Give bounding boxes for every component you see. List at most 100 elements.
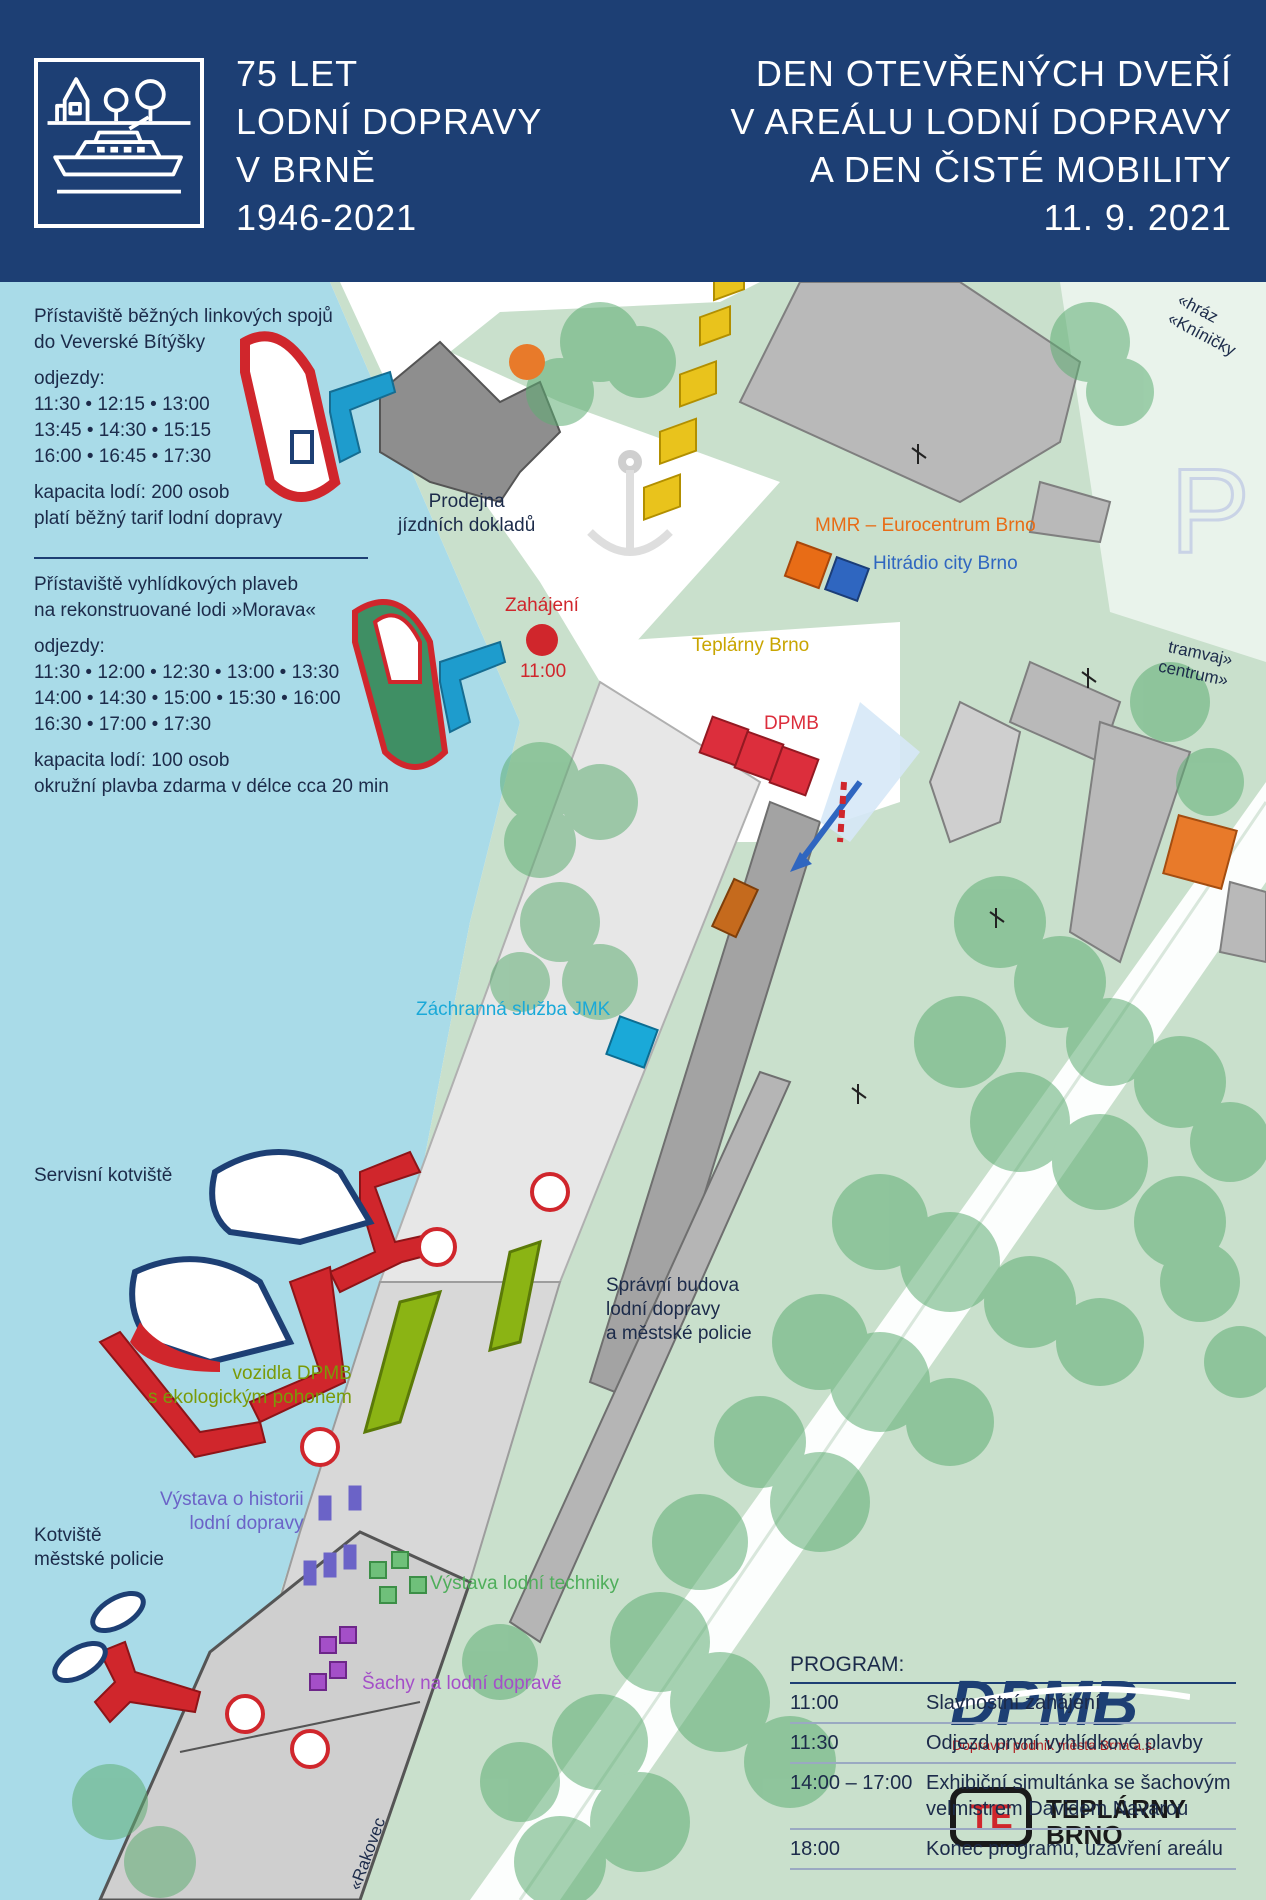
program-time: 14:00 – 17:00 (790, 1772, 913, 1794)
opening-time: 11:00 (520, 661, 567, 682)
departure-times: 16:30 • 17:00 • 17:30 (34, 714, 212, 735)
ship-town-icon (47, 77, 191, 194)
dpmb-label: DPMB (764, 713, 819, 734)
service-boats (129, 1149, 375, 1372)
teplarny-logo-name: TEPLÁRNY BRNO (1046, 1796, 1186, 1848)
regular-pier-title: do Veverské Bítýšky (34, 332, 206, 353)
history-flags (303, 1485, 362, 1586)
ticket-office-label-line: Prodejna (428, 491, 505, 512)
police-dock-label-line: městské policie (34, 1549, 164, 1570)
departures-label: odjezdy: (34, 368, 105, 389)
scenic-pier-title: na rekonstruované lodi »Morava« (34, 600, 317, 621)
program-row: 11:00 Slavnostní zahájení (790, 1684, 1236, 1724)
dpmb-buses (362, 1239, 542, 1435)
anniversary-title-line: 1946-2021 (236, 197, 418, 238)
ticket-office-label: Prodejna jízdních dokladů (398, 490, 535, 538)
anchor-icon (587, 450, 673, 556)
scenic-pier-title: Přístaviště vyhlídkových plaveb (34, 574, 299, 595)
departure-times: 16:00 • 16:45 • 17:30 (34, 446, 212, 467)
tariff-note: platí běžný tarif lodní dopravy (34, 508, 283, 529)
dpmb-logo: DPMB (949, 1667, 1191, 1742)
dpmb-logo-subtitle: Dopravní podnik města Brna a.s. (952, 1737, 1156, 1753)
teplarny-label: Teplárny Brno (692, 635, 810, 656)
anniversary-title-line: V BRNĚ (236, 149, 377, 190)
opening-icon (526, 624, 558, 656)
service-dock-label: Servisní kotviště (34, 1165, 173, 1186)
no-pedestrian-icon (225, 1172, 570, 1769)
event-title: DEN OTEVŘENÝCH DVEŘÍ V AREÁLU LODNÍ DOPR… (731, 50, 1232, 242)
hitradio-label: Hitrádio city Brno (873, 553, 1018, 574)
restaurant-boat (928, 700, 1022, 844)
gate-pole (837, 781, 847, 843)
mmr-tent (783, 540, 833, 590)
anniversary-title-line: LODNÍ DOPRAVY (236, 101, 543, 142)
departure-times: 13:45 • 14:30 • 15:15 (34, 420, 212, 441)
map-base: P (0, 282, 1266, 1900)
program-desc: Odjezd první vyhlídkové plavby (926, 1732, 1203, 1754)
program-time: 18:00 (790, 1838, 841, 1860)
anniversary-title: 75 LET LODNÍ DOPRAVY V BRNĚ 1946-2021 (236, 50, 542, 242)
parking-sign: P (1170, 444, 1250, 578)
ticket-office-label-line: jízdních dokladů (398, 515, 536, 536)
admin-building-label-line: a městské policie (606, 1323, 752, 1344)
program-time: 11:00 (790, 1692, 839, 1714)
departures-label: odjezdy: (34, 636, 105, 657)
toilet-building (1162, 814, 1238, 890)
teplarny-logo-name-line: BRNO (1046, 1820, 1123, 1850)
ambulance-tent (605, 1015, 659, 1069)
anniversary-title-line: 75 LET (236, 53, 359, 94)
police-dock-label: Kotviště městské policie (34, 1524, 164, 1572)
scenic-pier-info: Přístaviště vyhlídkových plaveb na rekon… (34, 572, 389, 800)
police-pier (93, 1640, 202, 1724)
tech-exhibit-label: Výstava lodní techniky (430, 1573, 620, 1594)
program-row: 18:00 Konec programu, uzavření areálu (790, 1830, 1236, 1870)
program-row: 11:30 Odjezd první vyhlídkové plavby (790, 1724, 1236, 1764)
mmr-label: MMR – Eurocentrum Brno (815, 515, 1036, 536)
vehicles-label: vozidla DPMB s ekologickým pohonem (148, 1362, 352, 1410)
anniversary-logo (34, 58, 204, 228)
police-boats (52, 1590, 146, 1684)
program-row: 14:00 – 17:00 Exhibiční simultánka se ša… (790, 1764, 1236, 1830)
warehouse-building (738, 282, 1082, 504)
history-exhibit-label-line: Výstava o historii (160, 1489, 304, 1510)
program-time: 11:30 (790, 1732, 839, 1754)
regular-pier-info: Přístaviště běžných linkových spojů do V… (34, 304, 333, 532)
cruise-note: okružní plavba zdarma v délce cca 20 min (34, 776, 389, 797)
history-exhibit-label: Výstava o historii lodní dopravy (160, 1488, 304, 1536)
restaurant-icon (851, 444, 1097, 1104)
event-date: 11. 9. 2021 (1043, 197, 1232, 238)
program-desc: Konec programu, uzavření areálu (926, 1838, 1223, 1860)
boat-regular (240, 331, 341, 502)
admin-building-label: Správní budova lodní dopravy a městské p… (606, 1274, 752, 1346)
vehicles-label-line: vozidla DPMB (232, 1363, 352, 1384)
event-title-line: A DEN ČISTÉ MOBILITY (809, 149, 1232, 190)
program-desc: Exhibiční simultánka se šachovým velmist… (926, 1772, 1231, 1820)
teplarny-logo-name-line: TEPLÁRNY (1046, 1794, 1187, 1824)
hitradio-tent (823, 555, 871, 603)
pier-scenic (439, 640, 507, 734)
capacity-note: kapacita lodí: 100 osob (34, 750, 230, 771)
area-map: P (0, 282, 1266, 1900)
admin-building-label-line: lodní dopravy (606, 1299, 721, 1320)
capacity-note: kapacita lodí: 200 osob (34, 482, 230, 503)
chess-label: Šachy na lodní dopravě (362, 1673, 562, 1694)
toilet-box (710, 877, 760, 939)
tech-exhibit (369, 1551, 427, 1604)
boat-morava (352, 599, 449, 770)
departure-times: 11:30 • 12:15 • 13:00 (34, 394, 210, 415)
program-desc: Slavnostní zahájení (926, 1692, 1101, 1714)
dpmb-tents (698, 715, 820, 797)
toilet-icon (509, 344, 545, 380)
pier-regular (329, 370, 397, 464)
trees (72, 302, 1266, 1900)
event-title-line: DEN OTEVŘENÝCH DVEŘÍ (755, 53, 1232, 94)
ticket-pavilion (379, 340, 562, 504)
service-pier (98, 1150, 450, 1459)
departure-times: 14:00 • 14:30 • 15:00 • 15:30 • 16:00 (34, 688, 341, 709)
police-dock-label-line: Kotviště (34, 1525, 102, 1546)
opening-label: Zahájení (505, 595, 579, 616)
regular-pier-title: Přístaviště běžných linkových spojů (34, 306, 333, 327)
chess-tables (309, 1626, 357, 1691)
event-title-line: V AREÁLU LODNÍ DOPRAVY (730, 101, 1232, 142)
teplarny-tents (643, 282, 745, 521)
